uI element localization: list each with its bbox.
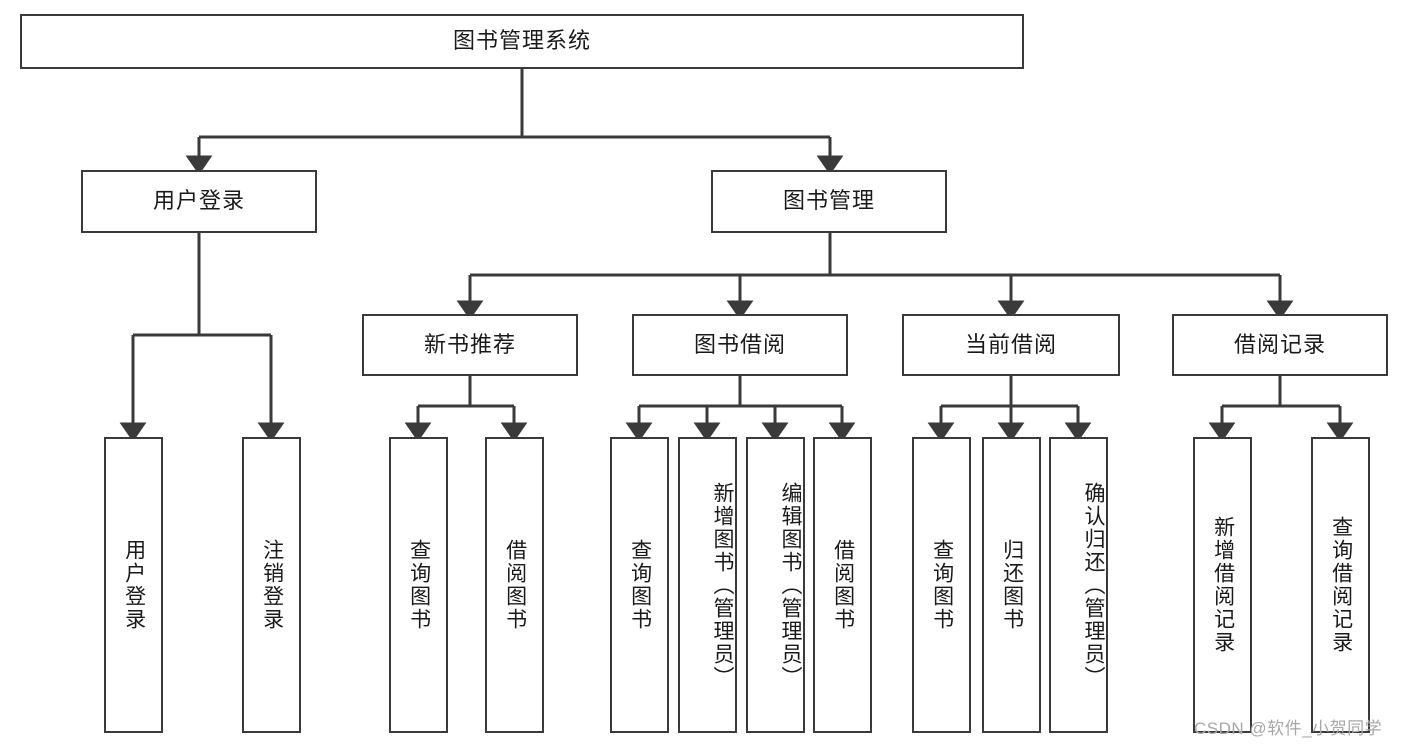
leaf-book-borrow-add[interactable]: 新增图书（管理员） — [678, 437, 737, 733]
leaf-current-borrow-return[interactable]: 归还图书 — [982, 437, 1041, 733]
watermark: CSDN @软件_小贺同学 — [1194, 719, 1383, 738]
node-book-management-label: 图书管理 — [782, 188, 875, 214]
leaf-label: 借阅图书 — [831, 539, 855, 631]
leaf-user-login-logout[interactable]: 注销登录 — [242, 437, 301, 733]
node-current-borrow[interactable]: 当前借阅 — [902, 314, 1120, 376]
leaf-label: 新增借阅记录 — [1211, 516, 1235, 654]
node-borrow-record-label: 借阅记录 — [1233, 331, 1326, 357]
leaf-current-borrow-confirm[interactable]: 确认归还（管理员） — [1049, 437, 1108, 733]
leaf-book-borrow-query[interactable]: 查询图书 — [610, 437, 669, 733]
leaf-label: 查询图书 — [407, 539, 431, 631]
node-current-borrow-label: 当前借阅 — [964, 331, 1057, 357]
leaf-label: 查询图书 — [628, 539, 652, 631]
leaf-label: 查询图书 — [930, 539, 954, 631]
node-book-borrow[interactable]: 图书借阅 — [632, 314, 848, 376]
node-root-label: 图书管理系统 — [452, 28, 591, 54]
node-user-login[interactable]: 用户登录 — [81, 170, 317, 233]
leaf-borrow-record-query[interactable]: 查询借阅记录 — [1311, 437, 1370, 733]
leaf-user-login-login[interactable]: 用户登录 — [104, 437, 163, 733]
node-borrow-record[interactable]: 借阅记录 — [1172, 314, 1388, 376]
leaf-label: 用户登录 — [122, 539, 146, 631]
node-root[interactable]: 图书管理系统 — [20, 14, 1024, 69]
leaf-label: 归还图书 — [1000, 539, 1024, 631]
leaf-label: 查询借阅记录 — [1329, 516, 1353, 654]
leaf-book-borrow-borrow[interactable]: 借阅图书 — [813, 437, 872, 733]
node-book-management[interactable]: 图书管理 — [711, 170, 947, 233]
leaf-book-borrow-edit[interactable]: 编辑图书（管理员） — [746, 437, 805, 733]
leaf-label: 编辑图书（管理员） — [779, 481, 802, 689]
leaf-new-book-query[interactable]: 查询图书 — [389, 437, 448, 733]
node-book-borrow-label: 图书借阅 — [693, 331, 786, 357]
leaf-current-borrow-query[interactable]: 查询图书 — [912, 437, 971, 733]
leaf-borrow-record-add[interactable]: 新增借阅记录 — [1193, 437, 1252, 733]
node-new-book-recommend-label: 新书推荐 — [423, 331, 516, 357]
leaf-label: 借阅图书 — [503, 539, 527, 631]
leaf-label: 确认归还（管理员） — [1082, 481, 1105, 689]
leaf-label: 注销登录 — [260, 539, 284, 631]
node-user-login-label: 用户登录 — [152, 188, 245, 214]
leaf-label: 新增图书（管理员） — [711, 481, 734, 689]
node-new-book-recommend[interactable]: 新书推荐 — [362, 314, 578, 376]
leaf-new-book-borrow[interactable]: 借阅图书 — [485, 437, 544, 733]
